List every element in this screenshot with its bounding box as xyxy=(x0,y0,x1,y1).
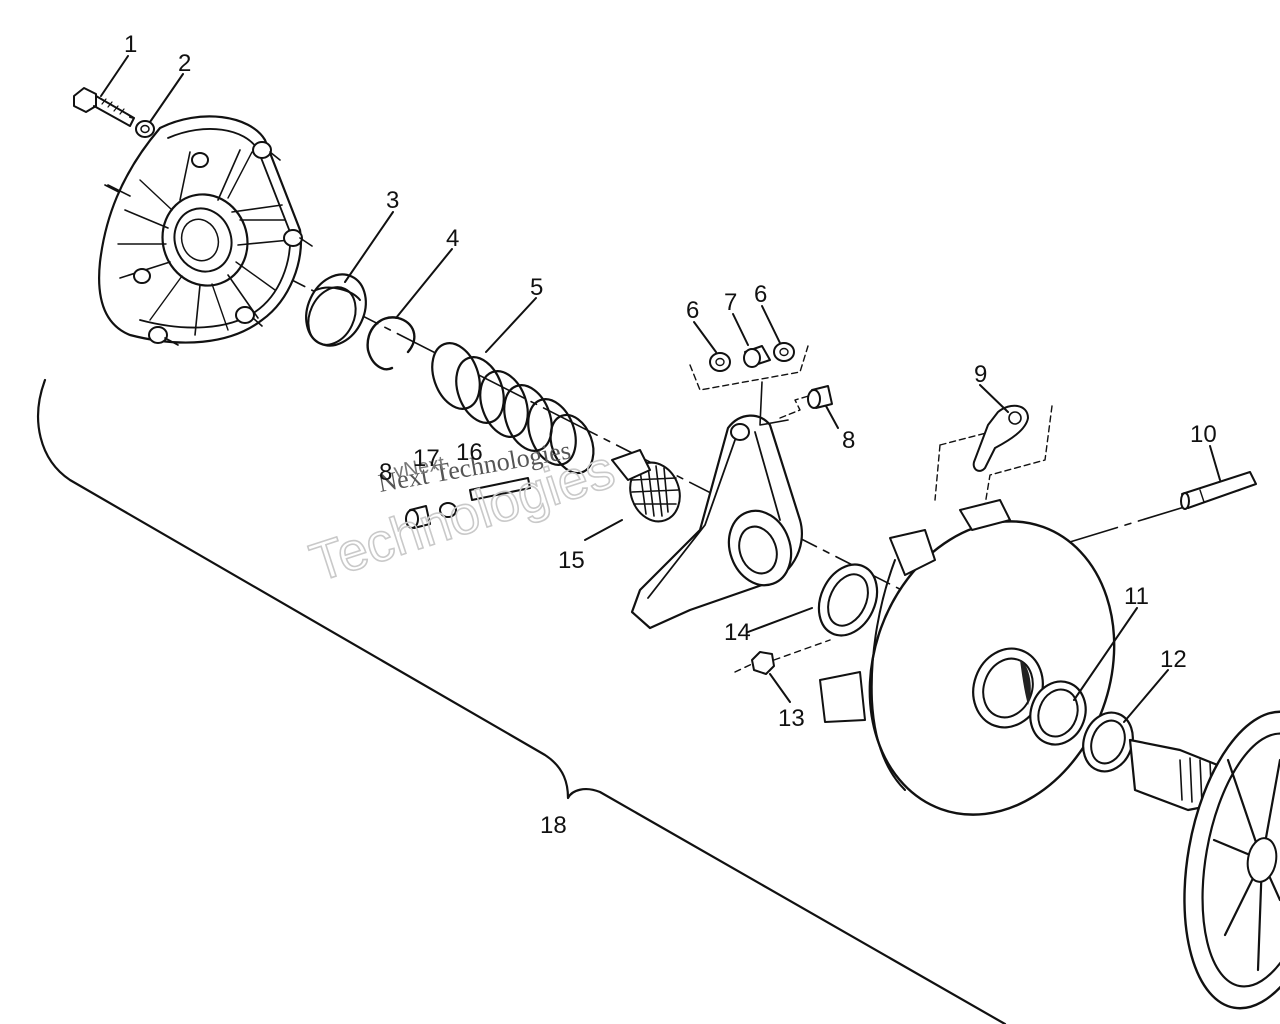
callout-18: 18 xyxy=(540,812,567,839)
part-15-cam-bearing xyxy=(611,449,681,523)
moveable-sheave xyxy=(819,499,1116,816)
callout-9: 9 xyxy=(974,361,987,388)
callout-16: 16 xyxy=(456,439,483,466)
callout-2: 2 xyxy=(178,50,191,77)
callout-labels: 1 2 3 4 5 6 7 6 8 8 9 10 11 12 13 14 15 … xyxy=(124,31,1217,839)
callout-7: 7 xyxy=(724,289,737,316)
part-8-roller-left xyxy=(405,505,431,529)
part-3-bushing xyxy=(305,273,367,347)
part-1-bolt xyxy=(73,87,135,127)
part-11-bushing xyxy=(1029,680,1087,746)
callout-6-right: 6 xyxy=(754,281,767,308)
callout-12: 12 xyxy=(1160,646,1187,673)
parts-6-7-rollers xyxy=(689,342,809,391)
callout-6-left: 6 xyxy=(686,297,699,324)
callout-14: 14 xyxy=(724,619,751,646)
part-2-washer xyxy=(135,120,155,138)
assembly-brace-18 xyxy=(37,378,1007,1024)
callout-4: 4 xyxy=(446,225,459,252)
part-9-weight xyxy=(934,404,1053,506)
leader-lines xyxy=(100,55,1221,723)
part-10-pin xyxy=(1180,471,1257,510)
clutch-cover xyxy=(98,115,313,346)
part-16-pin xyxy=(469,477,531,501)
part-5-spring xyxy=(431,342,595,475)
part-8-roller-right xyxy=(779,385,833,419)
callout-1: 1 xyxy=(124,31,137,58)
callout-8-left: 8 xyxy=(379,459,392,486)
callout-3: 3 xyxy=(386,187,399,214)
spider-arm xyxy=(630,381,803,630)
part-13-nut xyxy=(734,639,831,675)
part-14-washer xyxy=(817,563,879,637)
callout-10: 10 xyxy=(1190,421,1217,448)
callout-11: 11 xyxy=(1124,583,1149,610)
callout-15: 15 xyxy=(558,547,585,574)
callout-17: 17 xyxy=(413,445,440,472)
fixed-sheave xyxy=(1128,710,1280,1010)
callout-13: 13 xyxy=(778,705,805,732)
callout-5: 5 xyxy=(530,274,543,301)
part-4-snap-ring xyxy=(366,316,416,371)
part-17-washer xyxy=(439,502,457,518)
callout-8-right: 8 xyxy=(842,427,855,454)
